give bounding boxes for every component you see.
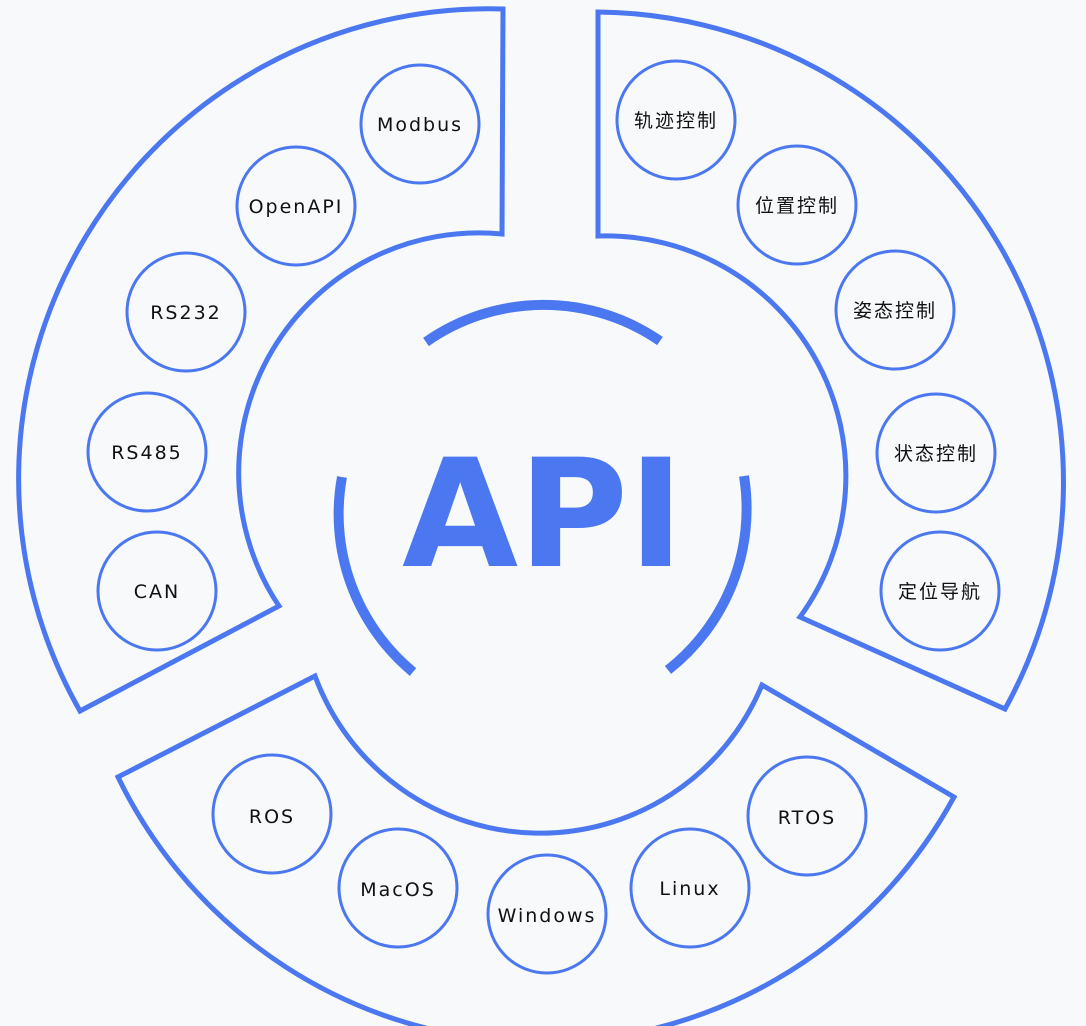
- node-circle: [486, 853, 608, 975]
- node-macos: MacOS: [337, 827, 459, 949]
- node-circle: [337, 827, 459, 949]
- node-circle: [879, 530, 1001, 652]
- node-rs232: RS232: [125, 251, 247, 373]
- node-label: RS232: [150, 302, 222, 324]
- node-openapi: OpenAPI: [235, 145, 357, 267]
- segment-systems: [114, 672, 958, 1026]
- inner-arc-right: [664, 475, 752, 674]
- node-rs485: RS485: [86, 391, 208, 513]
- node-circle: [629, 827, 751, 949]
- node-circle: [235, 145, 357, 267]
- node-label: 状态控制: [894, 443, 978, 465]
- node-circle: [746, 755, 868, 877]
- node-linux: Linux: [629, 827, 751, 949]
- node-circle: [359, 63, 481, 185]
- node-label: 姿态控制: [853, 300, 937, 322]
- node-windows: Windows: [486, 853, 608, 975]
- node-positioning-navigation: 定位导航: [879, 530, 1001, 652]
- node-circle: [875, 392, 997, 514]
- inner-arc-left: [333, 476, 417, 676]
- node-label: 位置控制: [755, 195, 839, 217]
- node-circle: [125, 251, 247, 373]
- inner-arc-top: [423, 299, 663, 347]
- node-rtos: RTOS: [746, 755, 868, 877]
- node-label: Windows: [498, 905, 597, 927]
- node-circle: [834, 249, 956, 371]
- node-circle: [96, 530, 218, 652]
- segment-controls: [595, 9, 1066, 713]
- node-label: 定位导航: [898, 581, 982, 603]
- node-circle: [211, 753, 333, 875]
- node-circle: [736, 144, 858, 266]
- node-circle: [615, 59, 737, 181]
- node-label: RTOS: [778, 807, 836, 829]
- node-label: CAN: [134, 581, 180, 603]
- node-label: Modbus: [377, 114, 463, 136]
- node-trajectory-control: 轨迹控制: [615, 59, 737, 181]
- node-can: CAN: [96, 530, 218, 652]
- node-position-control: 位置控制: [736, 144, 858, 266]
- node-label: RS485: [111, 442, 183, 464]
- node-label: 轨迹控制: [634, 110, 718, 132]
- node-state-control: 状态控制: [875, 392, 997, 514]
- node-attitude-control: 姿态控制: [834, 249, 956, 371]
- node-label: ROS: [249, 806, 295, 828]
- node-label: OpenAPI: [249, 196, 344, 218]
- node-ros: ROS: [211, 753, 333, 875]
- segment-interfaces: [16, 6, 506, 715]
- center-title: API: [402, 428, 684, 602]
- node-label: MacOS: [360, 879, 436, 901]
- node-circle: [86, 391, 208, 513]
- node-modbus: Modbus: [359, 63, 481, 185]
- node-label: Linux: [659, 878, 720, 900]
